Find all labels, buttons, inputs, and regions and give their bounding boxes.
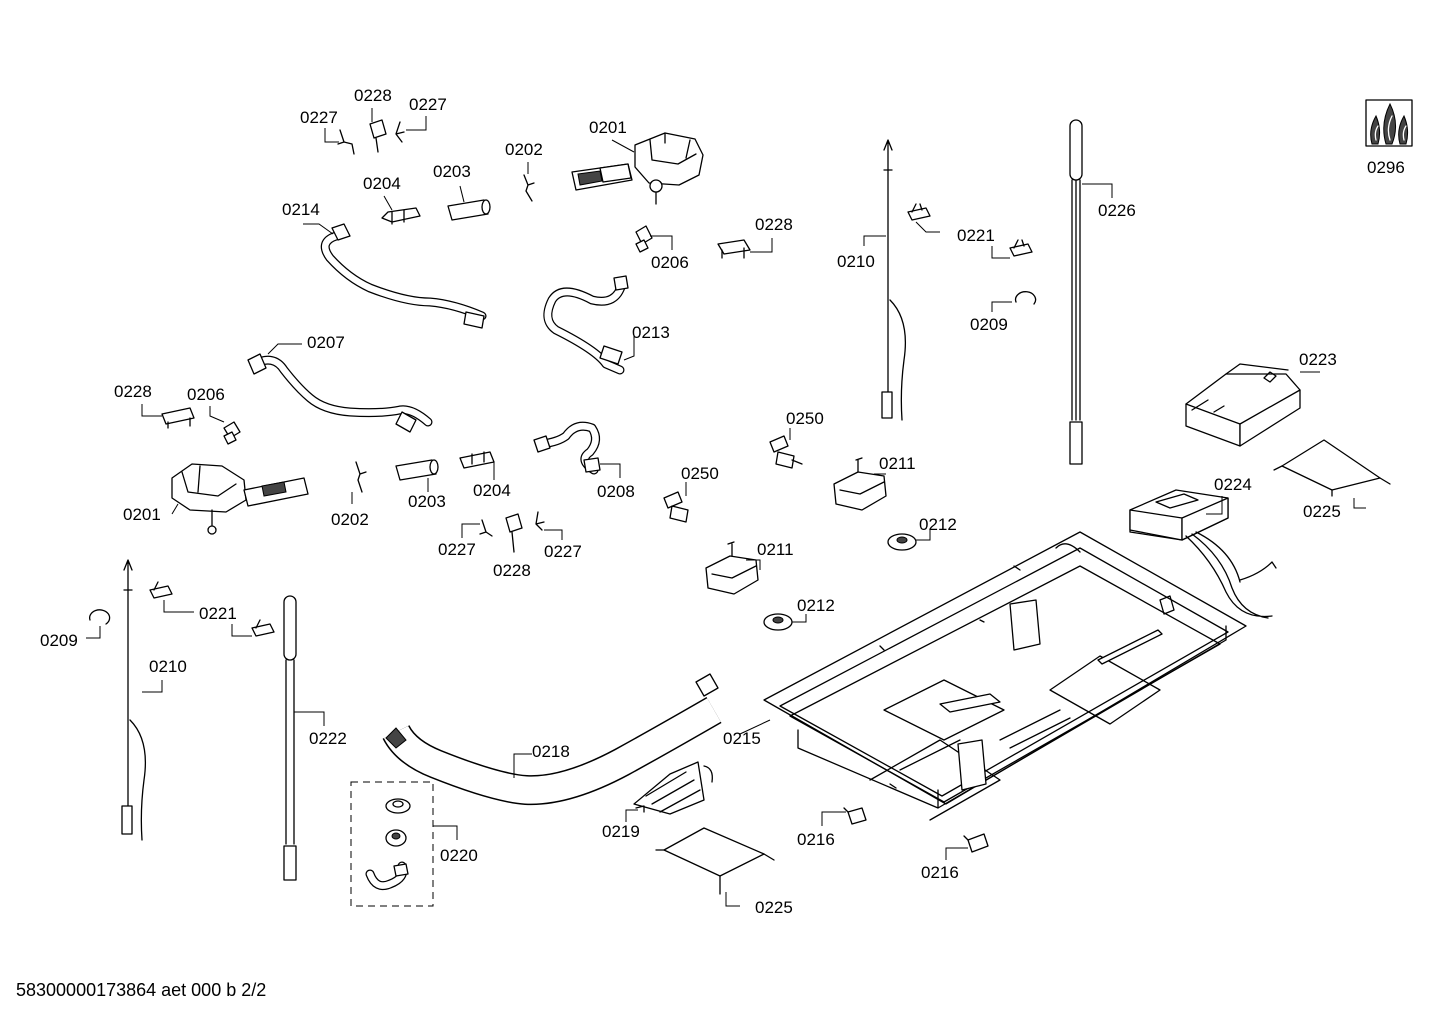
label-0213: 0213 <box>632 323 670 342</box>
label-0221-a: 0221 <box>957 226 995 245</box>
clip-0216-a <box>821 807 867 826</box>
label-0220: 0220 <box>440 846 478 865</box>
connector-0206-a <box>635 225 673 253</box>
label-0212-a: 0212 <box>919 515 957 534</box>
clip-0227-b <box>395 116 427 143</box>
gas-hose-0218 <box>382 673 722 806</box>
label-0216-b: 0216 <box>921 863 959 882</box>
knob-seal-0212-a <box>887 530 931 551</box>
label-0206-b: 0206 <box>187 385 225 404</box>
spring-clip-0209-a <box>991 291 1037 312</box>
gas-flame-icon <box>1365 99 1413 147</box>
label-0204-a: 0204 <box>363 174 401 193</box>
label-0219: 0219 <box>602 822 640 841</box>
label-0224: 0224 <box>1214 475 1252 494</box>
clip-0221-b <box>149 581 194 613</box>
gas-tap-0211-b <box>705 541 761 595</box>
connector-0203-b <box>395 459 439 492</box>
seal-kit-0220 <box>350 781 458 907</box>
clip-0228-d <box>505 513 523 553</box>
clip-0228-a <box>369 108 387 153</box>
label-0228-d: 0228 <box>493 561 531 580</box>
label-0204-b: 0204 <box>473 481 511 500</box>
clip-0227-c <box>461 519 493 538</box>
gas-tube-0207 <box>247 343 433 433</box>
valve-stem-0250-b <box>663 482 689 523</box>
label-0212-b: 0212 <box>797 596 835 615</box>
clip-0227-a <box>324 128 355 155</box>
rod-0222 <box>283 595 325 881</box>
clip-0227-d <box>535 511 563 540</box>
label-0218: 0218 <box>532 742 570 761</box>
gas-tube-0208 <box>533 421 621 478</box>
label-0210-b: 0210 <box>149 657 187 676</box>
label-0208: 0208 <box>597 482 635 501</box>
gas-valve-0201-top <box>571 132 704 205</box>
label-0226: 0226 <box>1098 201 1136 220</box>
label-0209-a: 0209 <box>970 315 1008 334</box>
label-0216-a: 0216 <box>797 830 835 849</box>
label-0228-a: 0228 <box>354 86 392 105</box>
bracket-0225-a <box>1273 439 1391 509</box>
clip-0216-b <box>945 833 989 860</box>
document-id: 58300000173864 aet 000 b 2/2 <box>16 980 267 1000</box>
control-box-0223 <box>1185 363 1320 447</box>
ignition-module-0224 <box>1129 489 1277 619</box>
label-0209-b: 0209 <box>40 631 78 650</box>
connector-0204-a <box>381 195 421 225</box>
spring-clip-0209-b <box>86 609 111 639</box>
thermocouple-0210-a <box>863 139 907 421</box>
label-0228-c: 0228 <box>114 382 152 401</box>
label-0227-a: 0227 <box>300 108 338 127</box>
bracket-0228-b <box>717 238 773 259</box>
connector-0206-b <box>209 406 241 445</box>
label-0221-b: 0221 <box>199 604 237 623</box>
label-0203-a: 0203 <box>433 162 471 181</box>
label-0223: 0223 <box>1299 350 1337 369</box>
bracket-0225-b <box>655 827 775 907</box>
clip-0202-b <box>351 461 367 504</box>
label-0227-b: 0227 <box>409 95 447 114</box>
label-0250-b: 0250 <box>681 464 719 483</box>
rod-0226 <box>1069 119 1113 465</box>
connector-0204-b <box>459 451 495 480</box>
bracket-0228-c <box>141 404 195 429</box>
label-0210-a: 0210 <box>837 252 875 271</box>
gas-tube-0213 <box>543 275 635 375</box>
clip-0202-a <box>523 162 535 202</box>
bracket-0219 <box>625 761 713 822</box>
label-0211-a: 0211 <box>879 454 916 473</box>
label-0227-c: 0227 <box>438 540 476 559</box>
label-0207: 0207 <box>307 333 345 352</box>
valve-stem-0250-a <box>769 428 803 469</box>
label-0225-a: 0225 <box>1303 502 1341 521</box>
label-0202-a: 0202 <box>505 140 543 159</box>
label-0203-b: 0203 <box>408 492 446 511</box>
hob-tray-0215 <box>739 531 1247 821</box>
label-0250-a: 0250 <box>786 409 824 428</box>
thermocouple-0210-b <box>121 559 163 841</box>
label-0222: 0222 <box>309 729 347 748</box>
label-0206-a: 0206 <box>651 253 689 272</box>
label-0211-b: 0211 <box>757 540 794 559</box>
label-0227-d: 0227 <box>544 542 582 561</box>
gas-valve-0201-bottom <box>171 463 309 535</box>
gas-tube-0214 <box>303 223 487 329</box>
connector-0203-a <box>447 185 491 221</box>
label-0201-b: 0201 <box>123 505 161 524</box>
knob-seal-0212-b <box>763 613 807 631</box>
label-0214: 0214 <box>282 200 320 219</box>
clip-0221-a <box>907 203 940 233</box>
label-0225-b: 0225 <box>755 898 793 917</box>
clip-0221-b2 <box>231 619 275 637</box>
label-0201-a: 0201 <box>589 118 627 137</box>
gas-tap-0211-a <box>833 457 887 511</box>
clip-0221-a2 <box>991 239 1033 259</box>
label-0296: 0296 <box>1367 158 1405 177</box>
label-0202-b: 0202 <box>331 510 369 529</box>
label-0228-b: 0228 <box>755 215 793 234</box>
label-0215: 0215 <box>723 729 761 748</box>
